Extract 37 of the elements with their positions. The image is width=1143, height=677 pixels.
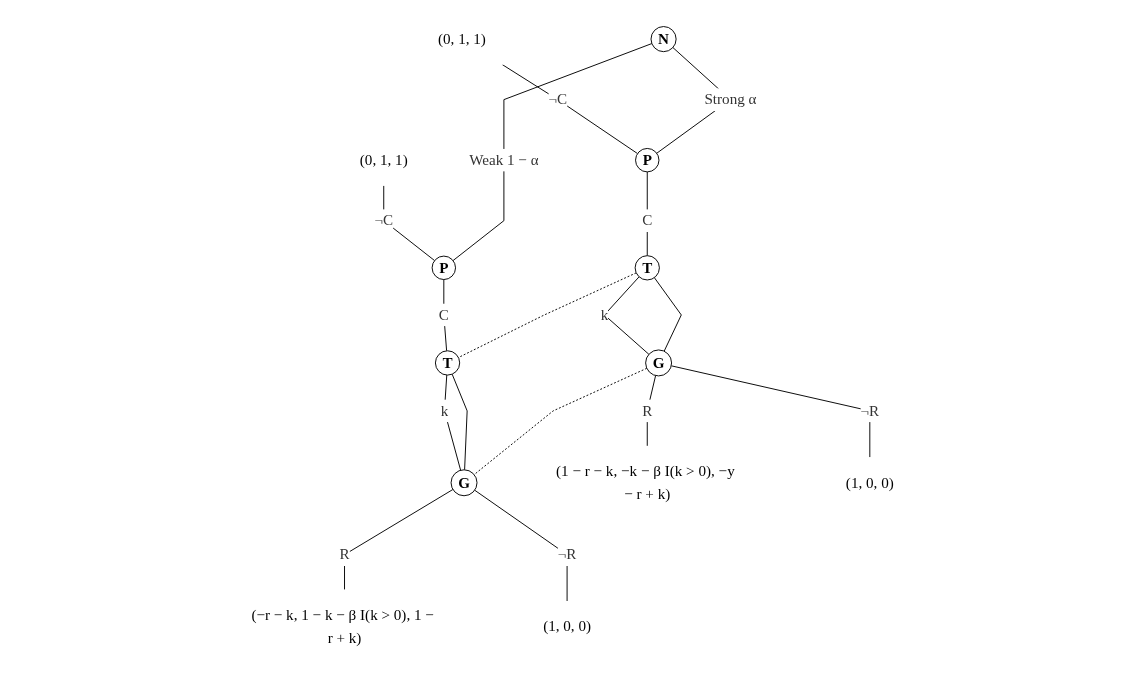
connector xyxy=(501,64,638,155)
edge-label: k xyxy=(600,306,608,323)
edge-label: ¬C xyxy=(548,91,567,108)
edge-label: Strong α xyxy=(704,91,757,108)
connector xyxy=(653,277,682,352)
connector xyxy=(451,373,468,471)
edge-label: ¬C xyxy=(374,212,393,229)
edge-label: ¬R xyxy=(557,546,577,563)
node-text: (0, 1, 1) xyxy=(437,30,486,47)
node-circle: G xyxy=(644,349,672,377)
node-circle: N xyxy=(650,26,677,53)
edge-label: ¬R xyxy=(860,402,879,419)
node-circle: T xyxy=(434,350,460,376)
node-text: (1, 0, 0) xyxy=(845,474,894,491)
node-text: (0, 1, 1) xyxy=(359,151,408,168)
connector xyxy=(670,365,870,458)
edge-label: R xyxy=(339,546,350,563)
node-text: (−r − k, 1 − k − β I(k > 0), 1 − r + k) xyxy=(251,606,434,646)
edge-label: C xyxy=(641,212,652,229)
connector xyxy=(646,171,648,257)
node-circle: T xyxy=(634,255,660,281)
connector xyxy=(443,374,461,471)
edge-label: k xyxy=(440,402,448,419)
node-circle: P xyxy=(431,255,456,280)
connector xyxy=(452,43,652,262)
node-circle: P xyxy=(634,147,660,173)
connector xyxy=(473,489,568,602)
node-text: (1, 0, 0) xyxy=(542,618,591,635)
node-circle: G xyxy=(450,469,478,497)
connector xyxy=(646,375,656,447)
connector xyxy=(473,367,647,476)
edge-label: Weak 1 − α xyxy=(468,151,539,168)
connector xyxy=(443,279,447,352)
edge-label: C xyxy=(438,306,449,323)
edge-label: R xyxy=(641,402,652,419)
connector xyxy=(343,489,454,591)
node-text: (1 − r − k, −k − β I(k > 0), −y − r + k) xyxy=(555,462,735,502)
